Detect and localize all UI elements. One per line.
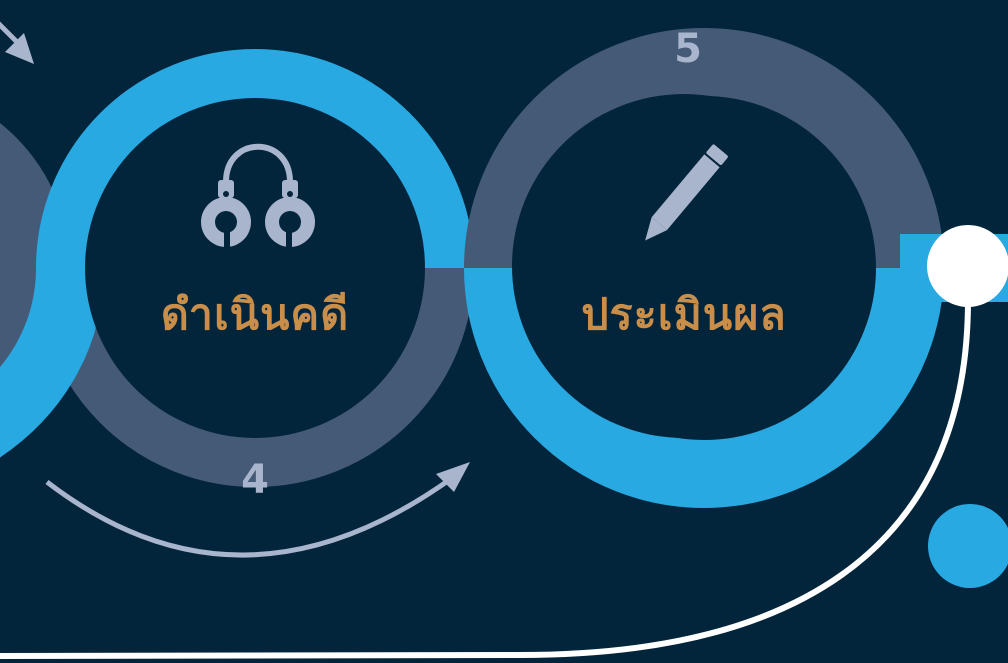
top-arrow-head [5, 33, 34, 64]
step-5-title: ประเมินผล [581, 290, 787, 340]
white-connector-line [0, 299, 971, 659]
step-5-ring-gray [464, 28, 944, 269]
bottom-arrow-head [436, 462, 470, 492]
left-blue-band [0, 267, 104, 458]
prev-step-ring [0, 123, 70, 413]
blue-accent-dot [928, 504, 1008, 588]
step-4-ring-blue [36, 49, 474, 269]
step-4-number: 4 [241, 457, 269, 503]
step-4-title: ดำเนินคดี [160, 290, 350, 340]
step-5-number: 5 [674, 26, 702, 72]
step-4-ring-gray [36, 267, 474, 487]
bottom-arrow-curve [45, 475, 454, 558]
step-4-disc [85, 98, 425, 438]
step-5-ring-blue [464, 267, 944, 508]
white-connector-node [927, 225, 1008, 307]
handcuffs-icon [201, 143, 315, 248]
pencil-icon [645, 144, 728, 241]
step-5-disc [512, 94, 856, 438]
